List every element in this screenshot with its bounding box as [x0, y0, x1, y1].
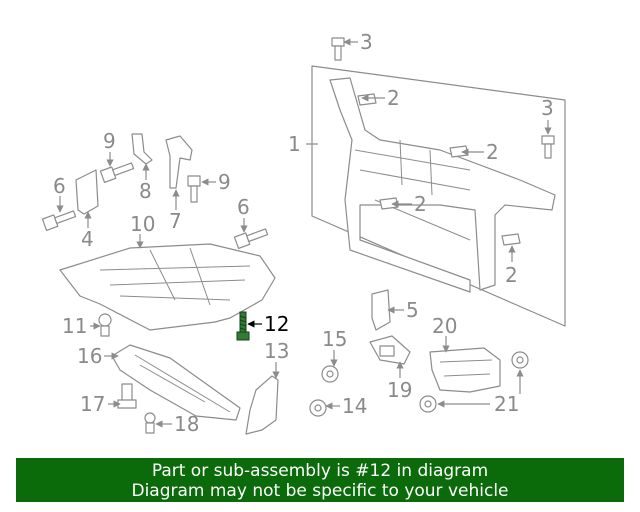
radiator-support-assembly: [311, 65, 566, 327]
callout-2c: 2: [414, 192, 427, 216]
callout-labels: 1 2 2 2 2 3 3 4 5 6 6 7 8 9 9 10 11 12 1…: [53, 30, 554, 436]
leader-lines: [56, 38, 552, 428]
callout-8: 8: [139, 179, 152, 203]
bolt-6b: [233, 228, 269, 249]
callout-9b: 9: [218, 170, 231, 194]
splash-shield-13: [245, 375, 279, 435]
callout-6a: 6: [53, 174, 66, 198]
callout-2b: 2: [486, 140, 499, 164]
callout-10: 10: [130, 212, 155, 236]
callout-3a: 3: [360, 30, 373, 54]
bracket-5: [371, 289, 391, 331]
under-cover-ribs: [99, 247, 251, 306]
callout-11: 11: [62, 314, 87, 338]
bracket-2a: [357, 93, 377, 106]
engine-under-cover: [59, 243, 276, 331]
bolt-6a: [41, 210, 77, 231]
bolt-parts-6-9: [41, 162, 269, 249]
air-deflector-16: [111, 344, 241, 421]
callout-2a: 2: [387, 86, 400, 110]
fastener-17: [117, 383, 137, 409]
callout-13: 13: [264, 339, 289, 363]
frame-detail-lines: [354, 139, 471, 241]
callout-9a: 9: [103, 129, 116, 153]
callout-12: 12: [264, 312, 289, 336]
bolt-3a: [331, 37, 345, 61]
bracket-20: [429, 347, 501, 393]
callout-20: 20: [432, 314, 457, 338]
bolt-12-highlighted: [236, 311, 250, 341]
callout-4: 4: [81, 227, 94, 251]
bracket-7: [165, 135, 193, 189]
clip-18: [144, 412, 156, 434]
callout-1: 1: [288, 132, 301, 156]
callout-19: 19: [387, 378, 412, 402]
banner-line-2: Diagram may not be specific to your vehi…: [131, 481, 509, 501]
info-banner: Part or sub-assembly is #12 in diagram D…: [16, 458, 624, 502]
bolt-9a: [99, 162, 135, 183]
bracket-2d: [501, 233, 521, 246]
clip-21b: [419, 395, 437, 413]
callout-14: 14: [342, 394, 367, 418]
banner-line-1: Part or sub-assembly is #12 in diagram: [151, 461, 489, 481]
parts-diagram: 1 2 2 2 2 3 3 4 5 6 6 7 8 9 9 10 11 12 1…: [41, 30, 566, 436]
callout-15: 15: [322, 327, 347, 351]
clip-21a: [511, 351, 529, 369]
under-cover-body: [59, 243, 276, 331]
callout-18: 18: [174, 412, 199, 436]
bracket-4: [75, 169, 99, 215]
callout-5: 5: [406, 298, 419, 322]
bracket-8: [131, 133, 153, 165]
bolt-9b: [187, 175, 201, 203]
bolt-parts-3: [331, 37, 555, 159]
sensor-19: [369, 335, 411, 365]
bracket-parts-left: [75, 133, 193, 215]
callout-2d: 2: [505, 263, 518, 287]
callout-21: 21: [494, 392, 519, 416]
callout-17: 17: [80, 392, 105, 416]
clip-11: [98, 313, 112, 337]
callout-7: 7: [169, 209, 182, 233]
clip-15: [321, 365, 339, 383]
clip-14: [309, 399, 327, 417]
bolt-3b: [541, 135, 555, 159]
callout-16: 16: [77, 344, 102, 368]
callout-6b: 6: [237, 195, 250, 219]
callout-3b: 3: [541, 96, 554, 120]
